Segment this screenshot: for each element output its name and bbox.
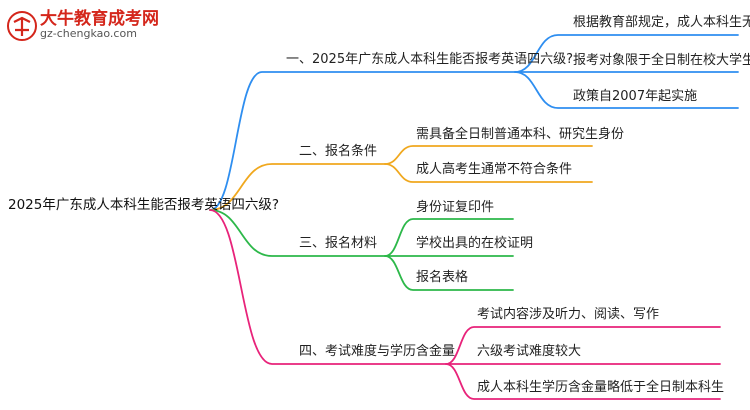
- branch-4-label: 四、考试难度与学历含金量: [299, 344, 456, 359]
- branch-1-leaf-1-connector: [514, 34, 739, 73]
- branch-2-label: 二、报名条件: [299, 144, 378, 159]
- branch-1-leaf-1: 根据教育部规定，成人本科生无法报考: [573, 15, 750, 30]
- branch-1-label: 一、2025年广东成人本科生能否报考英语四六级?: [286, 52, 573, 67]
- branch-3-leaf-2: 学校出具的在校证明: [416, 236, 534, 251]
- branch-1-leaf-3: 政策自2007年起实施: [573, 89, 698, 104]
- branch-3-label: 三、报名材料: [299, 236, 378, 251]
- watermark-url: gz-chengkao.com: [40, 27, 137, 40]
- branch-1-leaf-2: 报考对象限于全日制在校大学生: [573, 53, 750, 68]
- branch-3-leaf-1: 身份证复印件: [416, 200, 495, 215]
- branch-4-leaf-3-connector: [445, 363, 721, 400]
- branch-2-leaf-1: 需具备全日制普通本科、研究生身份: [416, 127, 625, 142]
- branch-4-leaf-2: 六级考试难度较大: [477, 344, 582, 359]
- branch-1-leaf-3-connector: [514, 71, 739, 109]
- branch-1-connector: [209, 71, 516, 211]
- branch-4-leaf-1-connector: [445, 326, 721, 365]
- branch-2-connector: [209, 163, 386, 211]
- branch-4-leaf-3: 成人本科生学历含金量略低于全日制本科生: [477, 380, 725, 395]
- branch-2-leaf-2-connector: [384, 163, 593, 183]
- root-topic: 2025年广东成人本科生能否报考英语四六级?: [8, 197, 280, 213]
- watermark-site-name: 大牛教育成考网: [40, 9, 159, 29]
- branch-3-leaf-1-connector: [384, 218, 514, 257]
- branch-2-leaf-2: 成人高考生通常不符合条件: [416, 162, 573, 177]
- branch-3-leaf-3-connector: [384, 255, 514, 291]
- branch-2-leaf-1-connector: [384, 145, 593, 165]
- branch-3-connector: [209, 209, 386, 257]
- branch-4-leaf-1: 考试内容涉及听力、阅读、写作: [477, 307, 660, 322]
- logo-icon: [7, 11, 37, 41]
- branch-4-connector: [209, 209, 447, 365]
- branch-3-leaf-3: 报名表格: [416, 270, 469, 285]
